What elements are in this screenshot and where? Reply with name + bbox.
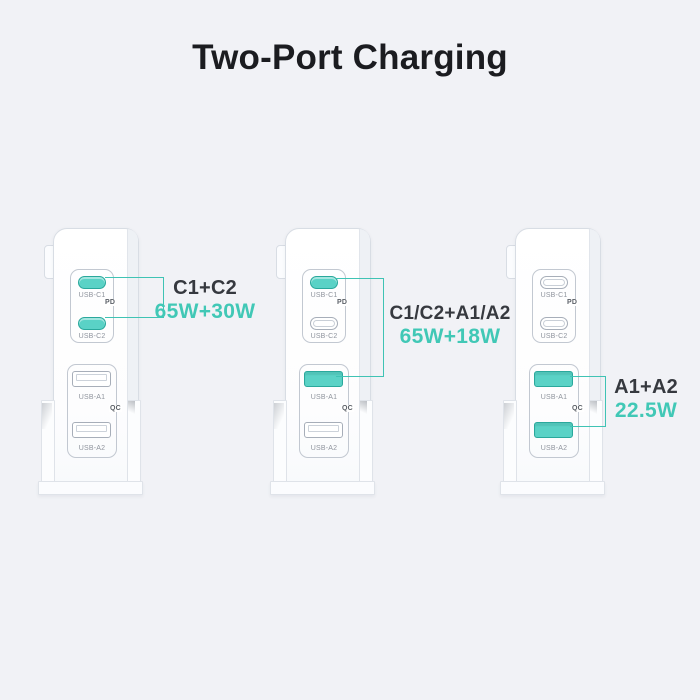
usb-c-panel: USB-C1 USB-C2 PD	[302, 269, 349, 343]
usb-a2-label: USB-A2	[78, 445, 106, 452]
port-combo-label: C1/C2+A1/A2	[389, 303, 511, 324]
page-title: Two-Port Charging	[192, 38, 508, 77]
port-combo-label: C1+C2	[173, 277, 237, 299]
usb-c2-port	[78, 317, 106, 330]
charger-unit-2: USB-C1 USB-C2 PD USB-A1 USB-A2 QC	[270, 225, 375, 497]
usb-c1-port	[78, 276, 106, 289]
usb-a2-port	[534, 422, 573, 438]
pd-badge: PD	[104, 299, 117, 306]
callout-bracket-c1a1	[336, 278, 384, 377]
callout-bracket-c1c2	[105, 277, 164, 318]
callout-text-1: C1+C2 65W+30W	[150, 277, 260, 324]
stand-right-arm	[127, 400, 141, 492]
usb-a2-port	[72, 422, 111, 438]
usb-c-panel: USB-C1 USB-C2 PD	[70, 269, 117, 343]
usb-c-panel: USB-C1 USB-C2 PD	[532, 269, 579, 343]
usb-a1-port	[72, 371, 111, 387]
stand-left-arm	[273, 400, 287, 492]
stand-base	[38, 481, 143, 495]
usb-a2-label: USB-A2	[310, 445, 338, 452]
usb-a-panel: USB-A1 USB-A2 QC	[299, 364, 354, 458]
callout-text-2: C1/C2+A1/A2 65W+18W	[384, 302, 516, 349]
power-output-label: 65W+18W	[399, 325, 501, 348]
usb-a1-label: USB-A1	[310, 394, 338, 401]
power-output-label: 22.5W	[614, 399, 678, 422]
usb-c2-label: USB-C2	[540, 333, 568, 340]
qc-badge: QC	[341, 405, 354, 412]
usb-c1-port	[310, 276, 338, 289]
usb-a2-port	[304, 422, 343, 438]
charger-side-panel	[589, 229, 600, 487]
stand-left-arm	[41, 400, 55, 492]
charger-side-panel	[127, 229, 138, 487]
usb-c1-port	[540, 276, 568, 289]
usb-a1-port	[534, 371, 573, 387]
usb-c1-label: USB-C1	[540, 292, 568, 299]
usb-c1-label: USB-C1	[78, 292, 106, 299]
usb-a-panel: USB-A1 USB-A2 QC	[529, 364, 584, 458]
usb-a1-port	[304, 371, 343, 387]
usb-a2-label: USB-A2	[540, 445, 568, 452]
charger-body: USB-C1 USB-C2 PD USB-A1 USB-A2 QC	[53, 228, 139, 488]
usb-c2-label: USB-C2	[78, 333, 106, 340]
power-output-label: 65W+30W	[154, 300, 256, 323]
usb-c2-label: USB-C2	[310, 333, 338, 340]
usb-a1-label: USB-A1	[78, 394, 106, 401]
stand-base	[500, 481, 605, 495]
stand-right-arm	[359, 400, 373, 492]
pd-badge: PD	[336, 299, 349, 306]
usb-c2-port	[540, 317, 568, 330]
pd-badge: PD	[566, 299, 579, 306]
usb-c1-label: USB-C1	[310, 292, 338, 299]
qc-badge: QC	[571, 405, 584, 412]
qc-badge: QC	[109, 405, 122, 412]
charger-body: USB-C1 USB-C2 PD USB-A1 USB-A2 QC	[285, 228, 371, 488]
callout-text-3: A1+A2 22.5W	[592, 376, 700, 423]
callout-bracket-a1a2	[570, 376, 606, 427]
usb-a-panel: USB-A1 USB-A2 QC	[67, 364, 122, 458]
usb-a1-label: USB-A1	[540, 394, 568, 401]
usb-c2-port	[310, 317, 338, 330]
charger-unit-1: USB-C1 USB-C2 PD USB-A1 USB-A2 QC	[38, 225, 143, 497]
charger-unit-3: USB-C1 USB-C2 PD USB-A1 USB-A2 QC	[500, 225, 605, 497]
charger-side-panel	[359, 229, 370, 487]
stand-base	[270, 481, 375, 495]
stand-right-arm	[589, 400, 603, 492]
stand-left-arm	[503, 400, 517, 492]
port-combo-label: A1+A2	[614, 376, 678, 398]
